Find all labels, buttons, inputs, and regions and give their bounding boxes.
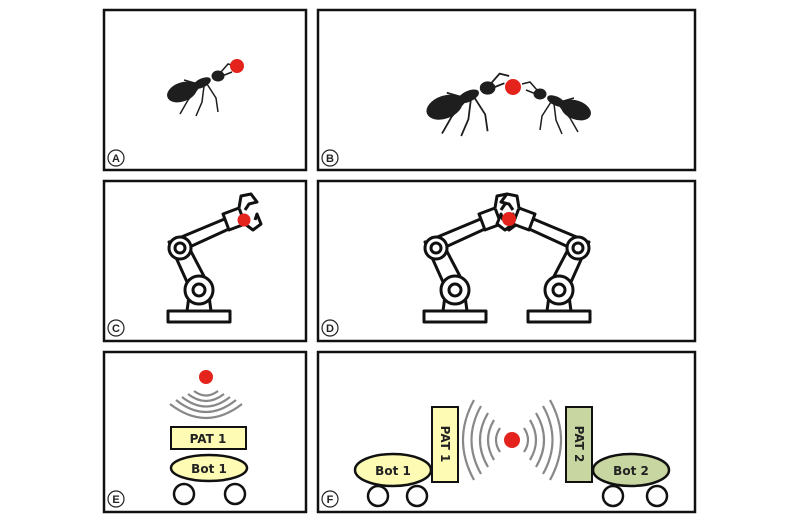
wheel <box>405 484 429 508</box>
bot-body <box>169 453 249 483</box>
panel-label: A <box>112 153 120 165</box>
bot-1-body <box>353 452 433 488</box>
pat-2-label: PAT 2 <box>572 426 586 463</box>
panel-e: PAT 1 Bot 1 E <box>102 350 308 514</box>
pat-2-box <box>565 406 593 483</box>
wheel <box>645 484 669 508</box>
bot-2-body <box>591 452 671 488</box>
panel-label: C <box>112 323 120 335</box>
object-dot <box>237 213 251 227</box>
panel-d: D <box>316 179 697 343</box>
bot-label: Bot 1 <box>191 462 227 476</box>
object-dot <box>502 212 516 226</box>
pat-1-label: PAT 1 <box>438 426 452 463</box>
object-dot <box>504 432 520 448</box>
panel-c: C <box>102 179 308 343</box>
wheel <box>366 484 390 508</box>
panel-label: E <box>112 494 119 506</box>
signal-waves <box>461 399 563 481</box>
signal-waves <box>169 390 243 420</box>
wheel <box>601 484 625 508</box>
object-dot <box>505 79 521 95</box>
panel-label: D <box>326 323 334 335</box>
pat-1-box <box>431 406 459 483</box>
bot-2-label: Bot 2 <box>613 464 649 478</box>
object-dot <box>199 370 213 384</box>
panel-a: A <box>102 8 308 172</box>
object-dot <box>230 59 244 73</box>
panel-f: PAT 1 PAT 2 Bot 1 Bot 2 F <box>316 350 697 514</box>
bot-1-label: Bot 1 <box>375 464 411 478</box>
panel-b: B <box>316 8 697 172</box>
wheel <box>223 482 247 506</box>
pat-label: PAT 1 <box>190 432 227 446</box>
wheel <box>172 482 196 506</box>
panel-label: F <box>327 494 334 506</box>
panel-label: B <box>326 153 334 165</box>
pat-box <box>170 426 247 450</box>
